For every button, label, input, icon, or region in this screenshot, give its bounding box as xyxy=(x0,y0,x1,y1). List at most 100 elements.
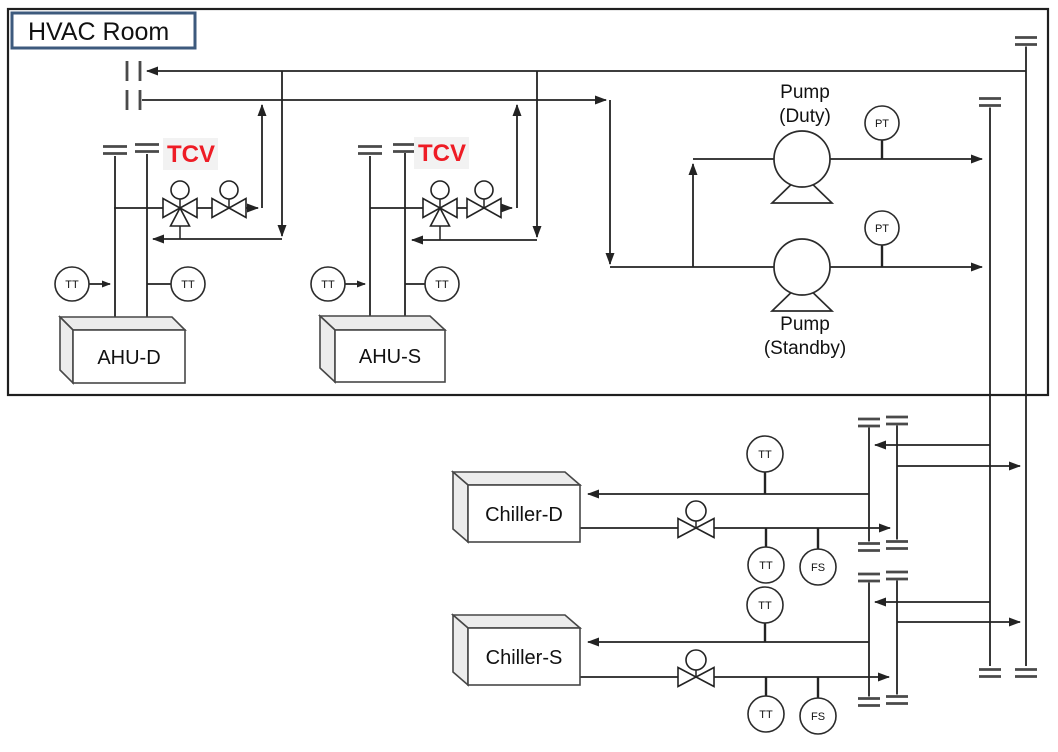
tt-instrument-tag: TT xyxy=(758,600,772,612)
pump-standby-assembly: PT Pump (Standby) xyxy=(610,163,983,359)
tt-instrument-bubble xyxy=(746,586,784,624)
chiller-d-circuit: TT TT FS Chiller-D xyxy=(450,415,1021,586)
pump-duty-pt-instrument: PT xyxy=(864,105,900,159)
valve-actuator-icon xyxy=(685,649,707,671)
ahu-s-two-way-valve xyxy=(466,180,502,219)
valve-body-left xyxy=(677,666,698,688)
tcv-label-text: TCV xyxy=(418,140,466,167)
ahu-s-label: AHU-S xyxy=(359,346,421,368)
valve-body-left xyxy=(162,197,182,219)
valve-body-bottom xyxy=(429,206,451,227)
pump-base xyxy=(769,172,835,204)
tt-instrument-tag: TT xyxy=(181,279,195,291)
pump-standby-icon xyxy=(773,238,831,296)
tt-instrument-bubble xyxy=(54,266,90,302)
ahu-s-tt-right-instrument: TT xyxy=(405,266,460,302)
box-front-face xyxy=(72,329,186,384)
chiller-d-left-header xyxy=(858,417,880,552)
valve-body-left xyxy=(677,517,698,539)
ahu-d-tt-left-instrument: TT xyxy=(54,266,111,302)
box-left-face xyxy=(452,470,469,544)
chiller-s-isolation-valve xyxy=(677,649,715,688)
box-front-face xyxy=(334,329,446,383)
tcv-label-ahu-d: TCV xyxy=(163,138,218,170)
valve-body-left xyxy=(211,197,231,219)
tt-instrument-tag: TT xyxy=(321,279,335,291)
valve-body-right xyxy=(227,197,247,219)
tt-instrument-tag: TT xyxy=(435,279,449,291)
valve-actuator-icon xyxy=(474,180,494,200)
pump-duty-assembly: Pump (Duty) PT xyxy=(693,82,983,204)
fs-instrument-bubble xyxy=(799,697,837,735)
chiller-s-tt-supply-instrument: TT xyxy=(747,677,785,733)
fs-instrument-tag: FS xyxy=(811,562,825,574)
chilled-water-return-riser xyxy=(979,97,1001,678)
chiller-s-right-header xyxy=(886,570,908,705)
ahu-d-two-way-valve xyxy=(211,180,247,219)
ahu-s-three-way-valve xyxy=(422,180,458,240)
ahu-d-circuit: TCV TT TT AHU-D xyxy=(54,71,287,385)
chiller-s-unit-box: Chiller-S xyxy=(450,613,583,687)
tcv-label-ahu-s: TCV xyxy=(414,137,469,169)
box-top-face xyxy=(450,471,583,486)
chiller-d-fs-instrument: FS xyxy=(799,528,837,586)
box-top-face xyxy=(317,315,448,331)
tt-instrument-tag: TT xyxy=(758,449,772,461)
tt-instrument-bubble xyxy=(747,695,785,733)
chiller-d-label: Chiller-D xyxy=(485,504,563,526)
chiller-d-unit-box: Chiller-D xyxy=(450,470,583,544)
ahu-s-unit-box: AHU-S xyxy=(317,314,448,384)
title-box-frame xyxy=(10,11,197,50)
valve-actuator-icon xyxy=(685,500,707,522)
valve-body-right xyxy=(694,666,715,688)
box-top-face xyxy=(450,614,583,629)
ahu-d-tt-right-instrument: TT xyxy=(147,266,206,302)
valve-body-left xyxy=(422,197,442,219)
fs-instrument-tag: FS xyxy=(811,711,825,723)
valve-body-right xyxy=(482,197,502,219)
pt-instrument-tag: PT xyxy=(875,223,889,235)
chiller-s-fs-instrument: FS xyxy=(799,677,837,735)
valve-body-right xyxy=(178,197,198,219)
chiller-d-tt-return-instrument: TT xyxy=(746,435,784,494)
tcv-label-background xyxy=(163,138,218,170)
chilled-water-supply-riser xyxy=(1015,36,1037,678)
valve-actuator-icon xyxy=(170,180,190,200)
chiller-d-isolation-valve xyxy=(677,500,715,539)
valve-actuator-icon xyxy=(430,180,450,200)
chiller-s-circuit: TT TT FS Chiller-S xyxy=(450,570,1021,735)
tt-instrument-tag: TT xyxy=(759,560,773,572)
box-top-face xyxy=(58,316,187,331)
pt-instrument-bubble xyxy=(864,105,900,141)
valve-body-right xyxy=(438,197,458,219)
box-front-face xyxy=(467,627,581,686)
hvac-room-boundary xyxy=(6,7,1050,397)
pt-instrument-bubble xyxy=(864,210,900,246)
valve-actuator-icon xyxy=(219,180,239,200)
pump-duty-icon xyxy=(773,130,831,188)
tt-instrument-bubble xyxy=(170,266,206,302)
tt-instrument-tag: TT xyxy=(759,709,773,721)
ahu-s-circuit: TCV TT TT AHU-S xyxy=(310,71,542,384)
return-header-line xyxy=(125,90,615,265)
ahu-s-tt-left-instrument: TT xyxy=(310,266,366,302)
valve-body-left xyxy=(466,197,486,219)
valve-body-bottom xyxy=(169,206,191,227)
room-title: HVAC Room xyxy=(28,18,169,46)
tt-instrument-tag: TT xyxy=(65,279,79,291)
pump-base xyxy=(769,280,835,312)
box-left-face xyxy=(452,613,469,687)
tt-instrument-bubble xyxy=(747,546,785,584)
fs-instrument-bubble xyxy=(799,548,837,586)
supply-header-line xyxy=(125,61,1026,81)
tt-instrument-bubble xyxy=(746,435,784,473)
pump-standby-label-line2: (Standby) xyxy=(764,338,846,359)
tt-instrument-bubble xyxy=(424,266,460,302)
chiller-s-tt-return-instrument: TT xyxy=(746,586,784,642)
hvac-room-title-box: HVAC Room xyxy=(10,11,197,50)
box-front-face xyxy=(467,484,581,543)
tcv-label-text: TCV xyxy=(167,141,215,168)
chiller-s-label: Chiller-S xyxy=(486,647,563,669)
